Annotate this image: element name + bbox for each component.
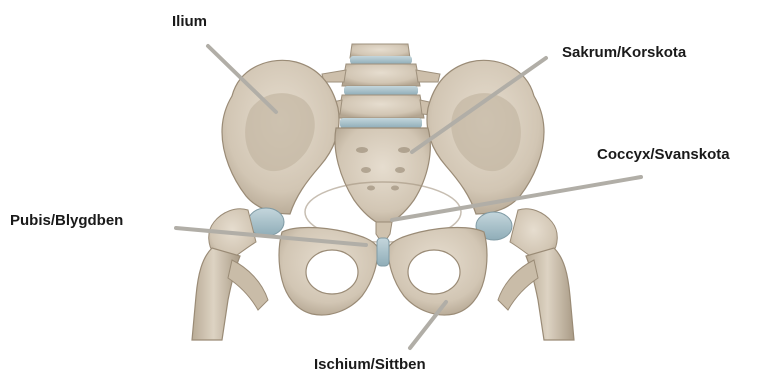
coccyx <box>376 222 392 240</box>
vertebra-l4-process-right <box>416 70 440 82</box>
disc-bottom <box>340 118 422 128</box>
disc-top <box>350 56 412 64</box>
label-ischium: Ischium/Sittben <box>314 356 426 374</box>
label-ilium: Ilium <box>172 13 207 31</box>
label-sakrum: Sakrum/Korskota <box>562 44 686 62</box>
obturator-foramen-left <box>306 250 358 294</box>
vertebra-l5 <box>338 95 424 118</box>
label-pubis: Pubis/Blygdben <box>10 212 123 230</box>
vertebra-l4-process-left <box>322 70 346 82</box>
label-coccyx: Coccyx/Svanskota <box>597 146 730 164</box>
obturator-foramen-right <box>408 250 460 294</box>
disc-middle <box>344 86 418 95</box>
vertebra-l4 <box>342 64 420 86</box>
pubic-symphysis <box>377 238 389 266</box>
sacrum <box>335 128 430 226</box>
vertebra-top <box>350 44 410 58</box>
